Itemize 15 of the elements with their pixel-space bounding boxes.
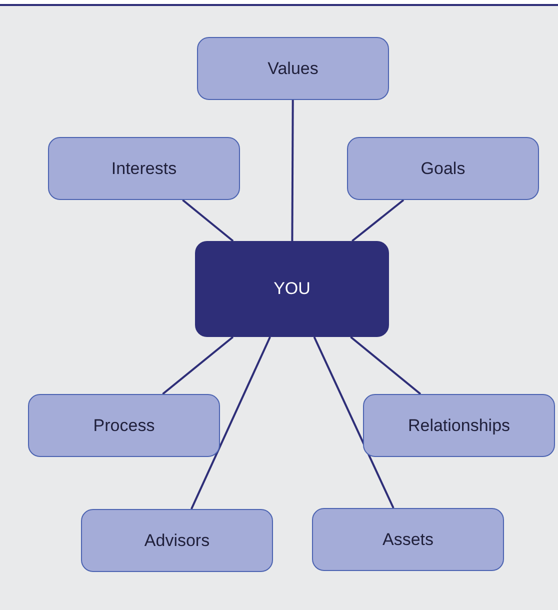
connector-line [313, 336, 394, 508]
topic-box: Interests [48, 137, 240, 200]
topic-box: Values [197, 37, 389, 100]
topic-box: Advisors [81, 509, 273, 572]
central-box: YOU [195, 241, 389, 337]
connector-line [162, 336, 234, 395]
connector-line [350, 336, 422, 395]
topic-box: Goals [347, 137, 539, 200]
connector-line [182, 199, 234, 242]
connector-line [291, 100, 294, 241]
topic-box: Relationships [363, 394, 555, 457]
topic-box: Process [28, 394, 220, 457]
connector-line [352, 199, 404, 242]
topic-box: Assets [312, 508, 504, 571]
connector-line [190, 336, 271, 510]
